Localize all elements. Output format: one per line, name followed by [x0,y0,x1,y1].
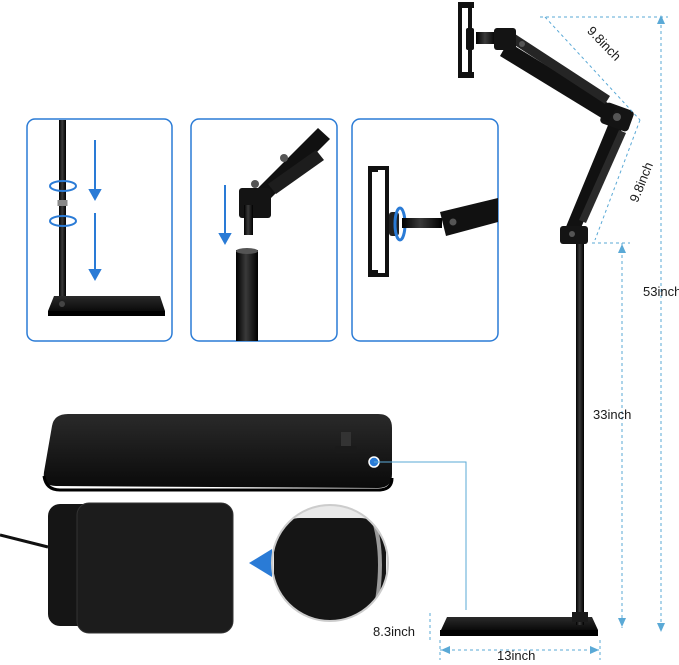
callout-line [374,461,467,610]
base-plate-detail [42,414,394,492]
dimension-arrowheads [441,15,665,654]
zoom-detail-circle [249,504,389,622]
detail-panel-joint [190,118,338,342]
base-width-label: 13inch [497,648,535,663]
pole-height-label: 33inch [593,407,631,422]
rotate-icon [49,180,77,227]
down-arrow-icon [218,185,232,246]
dimension-lines [429,16,668,660]
detail-panel-clamp [351,118,499,342]
base-depth-label: 8.3inch [373,624,415,639]
total-height-label: 53inch [643,284,679,299]
foam-pads [0,502,234,634]
upper-arm-length-label: 9.8inch [584,23,624,64]
main-stand [440,2,634,636]
triangle-pointer-icon [249,549,272,577]
down-arrow-icon [88,140,102,282]
lower-arm-length-label: 9.8inch [626,160,656,204]
detail-panel-pole [26,118,173,342]
